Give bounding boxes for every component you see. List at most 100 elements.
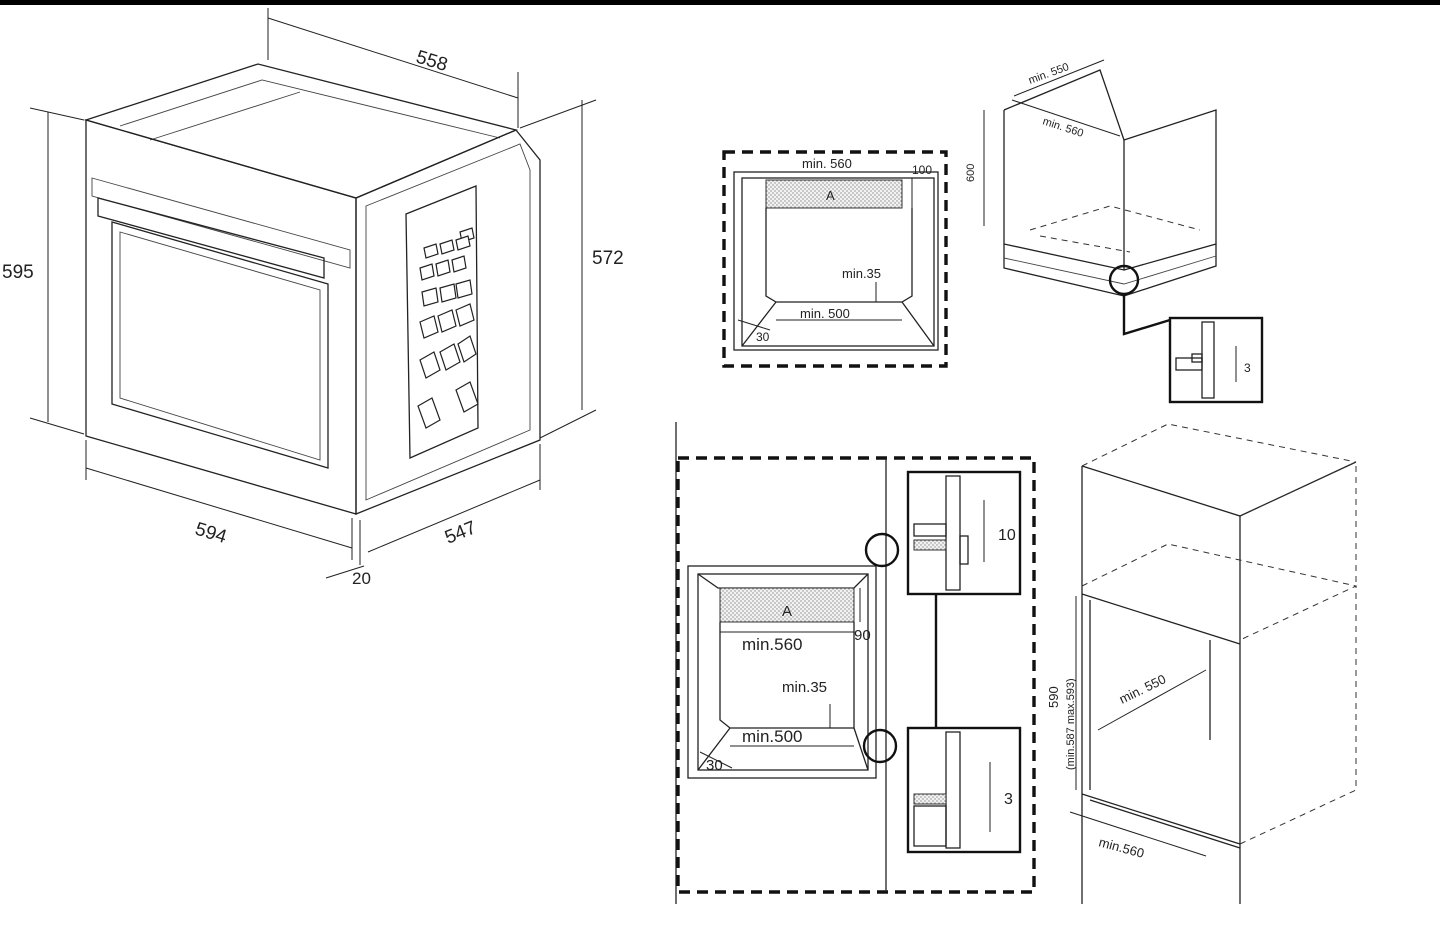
detail-gap-label: 3 bbox=[1244, 361, 1251, 375]
under-counter-cabinet: min. 550 min. 560 600 3 bbox=[965, 59, 1264, 404]
oven-key bbox=[419, 263, 435, 281]
cabinet-base-line bbox=[1003, 255, 1217, 285]
oven-top-vent-line bbox=[149, 91, 301, 141]
column-cab-shelf-back bbox=[1081, 543, 1358, 641]
column-dashed-frame bbox=[676, 456, 1036, 894]
column-cab-top-front bbox=[1081, 461, 1357, 517]
perspective-line-left bbox=[741, 301, 777, 347]
oven-handle bbox=[97, 197, 325, 279]
oven-dimension-lines bbox=[29, 8, 597, 579]
oven-key bbox=[451, 255, 467, 273]
oven-body-outline bbox=[765, 208, 913, 303]
oven-key bbox=[419, 351, 441, 379]
detail-leader-line bbox=[1122, 294, 1171, 336]
oven-isometric: 558 595 572 594 547 20 bbox=[2, 8, 624, 588]
column-opening bbox=[687, 565, 877, 779]
under-counter-dashed-frame bbox=[722, 150, 948, 368]
column-side-offset-label: 30 bbox=[706, 757, 723, 774]
column-cab-side-hidden-2 bbox=[1239, 461, 1357, 586]
gap-top-label: 100 bbox=[912, 163, 932, 177]
perspective-line-right bbox=[901, 301, 935, 347]
oven-key bbox=[439, 343, 461, 371]
oven-front-face bbox=[85, 119, 357, 515]
oven-key bbox=[455, 381, 479, 413]
detail-rail bbox=[1175, 357, 1203, 371]
oven-top-trim bbox=[119, 79, 501, 139]
column-min-offset-label: min.35 bbox=[782, 679, 827, 696]
cabinet-floor-hidden bbox=[1029, 205, 1201, 231]
column-gap-top-label: 90 bbox=[854, 627, 871, 644]
upper-detail-gap-label: 10 bbox=[998, 527, 1016, 544]
oven-side-strip bbox=[405, 185, 479, 459]
cabinet-height-label: 600 bbox=[965, 164, 977, 182]
oven-key bbox=[455, 279, 473, 299]
cabinet-floor-hidden-2 bbox=[1039, 235, 1131, 253]
lower-detail-strip bbox=[913, 793, 947, 805]
upper-detail-box bbox=[906, 470, 1022, 596]
upper-detail-rail bbox=[913, 523, 947, 537]
cabinet-right-panel bbox=[1123, 109, 1217, 271]
oven-side-face bbox=[355, 129, 541, 515]
column-persp-left bbox=[697, 727, 731, 771]
column-min-width-label: min.560 bbox=[742, 635, 802, 654]
column-cab-lower-shelf bbox=[1081, 793, 1241, 845]
oven-keypad bbox=[417, 227, 479, 429]
depth-top-label: 558 bbox=[414, 47, 450, 76]
min-bottom-width-label: min. 500 bbox=[800, 306, 850, 321]
oven-door-window bbox=[111, 221, 329, 469]
oven-key bbox=[419, 315, 439, 339]
oven-door-window-inner bbox=[119, 231, 321, 461]
oven-key bbox=[455, 303, 475, 327]
detail-box bbox=[1168, 316, 1264, 404]
width-label: 594 bbox=[193, 519, 230, 548]
column-front-view: A min.560 90 min.35 min.500 30 10 3 bbox=[675, 422, 1036, 904]
column-cab-upper-shelf bbox=[1081, 593, 1241, 645]
detail-clip bbox=[1191, 353, 1203, 363]
column-min-width-cab-label: min.560 bbox=[1097, 834, 1146, 860]
lower-detail-marker bbox=[862, 728, 898, 764]
column-min-bottom-label: min.500 bbox=[742, 727, 802, 746]
height-side-label: 572 bbox=[592, 248, 624, 269]
column-opening-inner bbox=[697, 573, 869, 771]
oven-key bbox=[417, 397, 441, 429]
oven-key bbox=[421, 287, 439, 307]
min-offset-label: min.35 bbox=[842, 266, 881, 281]
depth-side-label: 547 bbox=[442, 517, 479, 548]
oven-side-panel bbox=[365, 143, 531, 501]
lower-detail-panel bbox=[945, 731, 961, 849]
oven-key bbox=[423, 243, 439, 259]
column-cab-side-hidden bbox=[1239, 586, 1357, 845]
column-cab-top-back bbox=[1081, 423, 1357, 467]
upper-detail-marker bbox=[864, 532, 900, 568]
oven-control-panel bbox=[91, 177, 351, 269]
door-thickness-label: 20 bbox=[352, 569, 371, 588]
oven-top-face bbox=[83, 63, 519, 199]
height-front-label: 595 bbox=[2, 262, 34, 283]
upper-detail-strip bbox=[913, 539, 947, 551]
column-persp-right bbox=[853, 727, 869, 771]
cabinet-left-panel bbox=[1003, 110, 1125, 271]
column-zone-a-label: A bbox=[782, 603, 792, 620]
lower-detail-box bbox=[906, 726, 1022, 854]
lower-detail-gap-label: 3 bbox=[1004, 791, 1013, 808]
cabinet-base bbox=[1003, 244, 1217, 297]
oven-key bbox=[435, 259, 451, 277]
top-border bbox=[0, 0, 1440, 5]
ventilation-zone-a bbox=[765, 179, 903, 209]
cabinet-min-inner-label: min. 560 bbox=[1041, 115, 1085, 139]
column-height-range-label: (min.587 max.593) bbox=[1065, 678, 1077, 770]
cabinet-top-edge bbox=[1003, 69, 1125, 141]
column-cabinet: min. 550 min.560 590 (min.587 max.593) bbox=[1046, 423, 1358, 904]
detail-panel bbox=[1201, 321, 1215, 399]
column-ventilation-zone-a bbox=[719, 587, 855, 623]
oven-key bbox=[439, 283, 457, 303]
cabinet-min-depth-label: min. 550 bbox=[1027, 61, 1071, 87]
upper-detail-panel bbox=[945, 475, 961, 591]
under-counter-front-view: min. 560 100 A min.35 min. 500 30 bbox=[722, 150, 948, 368]
side-offset-label: 30 bbox=[756, 330, 770, 344]
oven-key bbox=[437, 309, 457, 333]
oven-key bbox=[439, 239, 455, 255]
under-counter-inner bbox=[741, 177, 935, 347]
column-cab-lower-shelf-2 bbox=[1089, 799, 1241, 849]
lower-detail-base bbox=[913, 805, 947, 847]
